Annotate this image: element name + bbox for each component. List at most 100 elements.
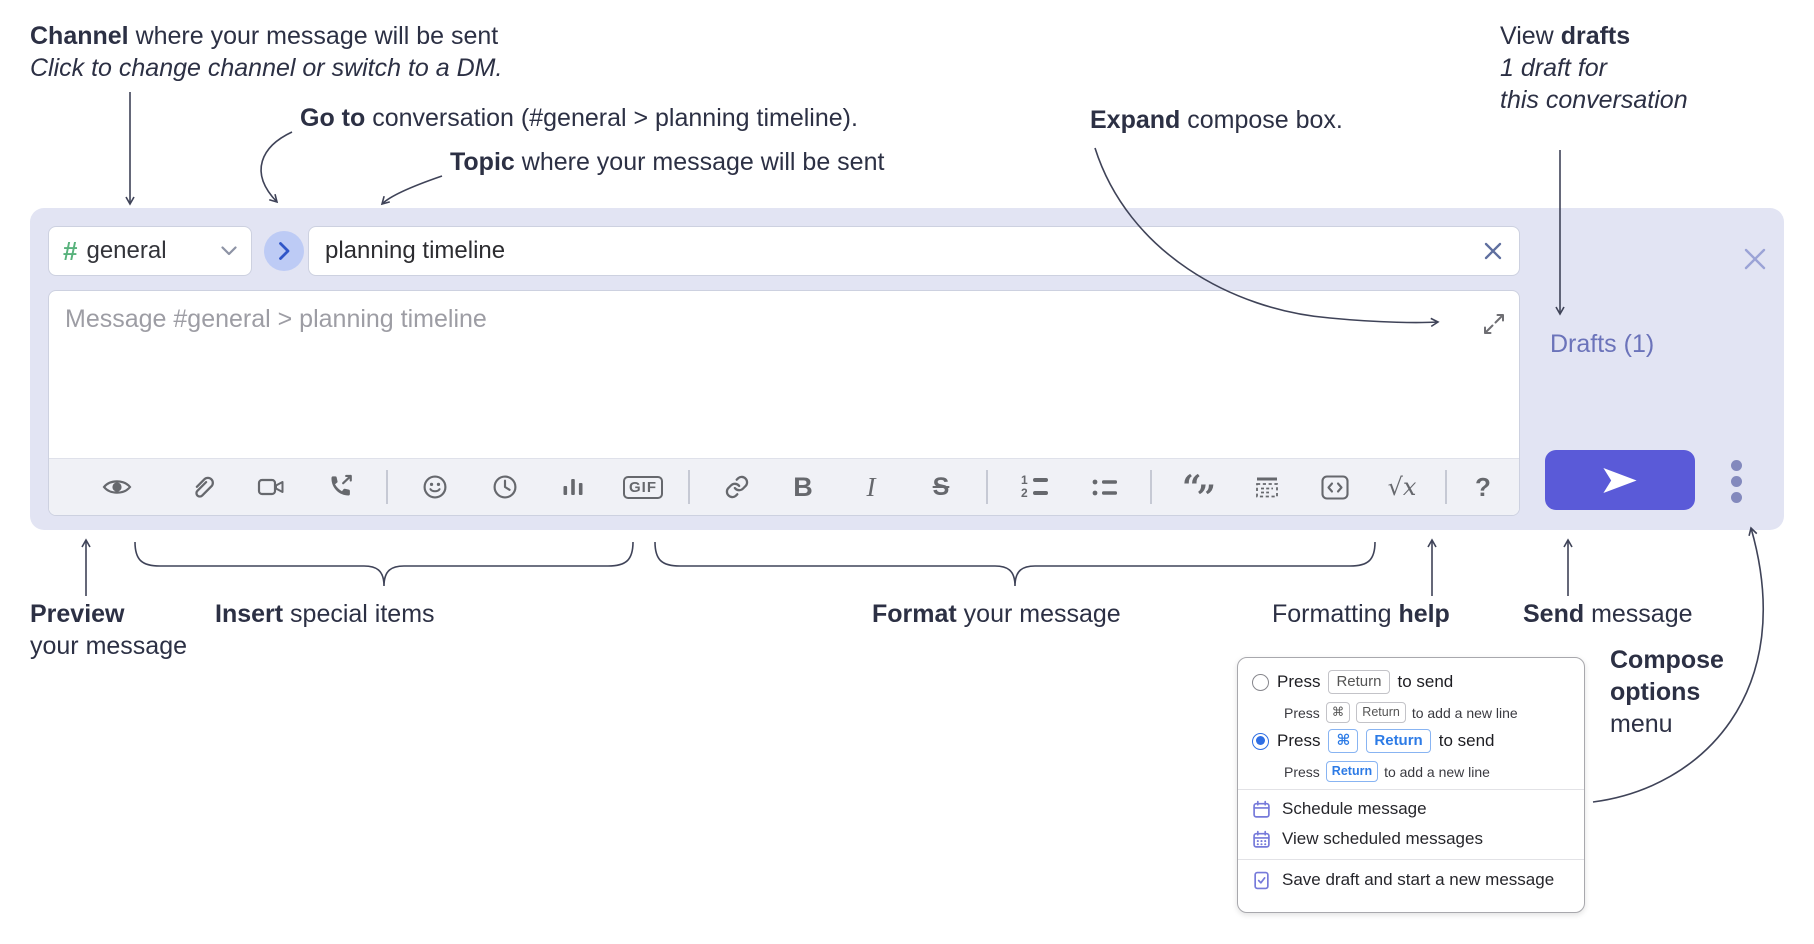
cmd-enter-sends-option-sub: Press Return to add a new line bbox=[1284, 761, 1490, 782]
topic-clear-button[interactable] bbox=[1483, 241, 1503, 261]
compose-box: # general planning timeline Message #gen… bbox=[30, 208, 1784, 530]
preview-button[interactable] bbox=[95, 467, 139, 507]
code-icon bbox=[1321, 474, 1349, 500]
clock-icon bbox=[493, 475, 517, 499]
message-compose-area[interactable]: Message #general > planning timeline bbox=[48, 290, 1520, 518]
bulleted-list-icon bbox=[1092, 479, 1117, 496]
draft-check-icon bbox=[1254, 871, 1269, 889]
italic-button[interactable]: I bbox=[849, 467, 893, 507]
close-x-icon bbox=[1744, 248, 1766, 270]
enter-sends-option-sub: Press ⌘ Return to add a new line bbox=[1284, 702, 1518, 723]
popup-divider bbox=[1238, 859, 1584, 860]
annotation-send: Send message bbox=[1523, 600, 1693, 628]
overflow-dots-icon bbox=[1730, 459, 1742, 471]
channel-selector[interactable]: # general bbox=[48, 226, 252, 276]
return-key: Return bbox=[1325, 761, 1379, 782]
eye-icon bbox=[102, 480, 132, 494]
bulleted-list-button[interactable] bbox=[1083, 467, 1127, 507]
annotation-preview: Preview your message bbox=[30, 600, 188, 660]
calendar-icon bbox=[1253, 800, 1270, 818]
radio-selected-icon[interactable] bbox=[1252, 732, 1269, 750]
return-key: Return bbox=[1356, 702, 1406, 723]
video-camera-icon bbox=[257, 478, 284, 496]
strikethrough-button[interactable]: S bbox=[919, 467, 963, 507]
line-goto bbox=[260, 131, 293, 204]
smiley-icon bbox=[423, 475, 447, 499]
annotation-goto: Go to conversation (#general > planning … bbox=[300, 104, 858, 132]
send-plane-icon bbox=[1603, 467, 1637, 493]
compose-options-menu-button[interactable] bbox=[1724, 458, 1748, 504]
math-icon: √x bbox=[1387, 473, 1417, 501]
brace-format bbox=[654, 541, 1376, 587]
quote-button[interactable]: “ ” bbox=[1177, 467, 1221, 518]
strikethrough-icon: S bbox=[932, 472, 950, 501]
annotation-topic: Topic where your message will be sent bbox=[450, 148, 885, 176]
annotation-expand: Expand compose box. bbox=[1090, 106, 1343, 134]
topic-value: planning timeline bbox=[325, 237, 506, 264]
annotation-format: Format your message bbox=[872, 600, 1121, 628]
bold-button[interactable]: B bbox=[781, 467, 825, 507]
compose-toolbar: GIF B I bbox=[49, 458, 1519, 518]
enter-sends-option[interactable]: Press Return to send bbox=[1252, 670, 1453, 694]
attach-file-button[interactable] bbox=[179, 467, 223, 507]
cmd-enter-sends-option[interactable]: Press ⌘ Return to send bbox=[1252, 729, 1495, 753]
italic-icon: I bbox=[866, 471, 876, 502]
bar-chart-icon bbox=[563, 479, 583, 495]
annotation-compose-options: Compose options menu bbox=[1610, 646, 1724, 738]
menu-item-save-draft[interactable]: Save draft and start a new message bbox=[1252, 870, 1554, 890]
video-call-button[interactable] bbox=[249, 467, 293, 507]
code-button[interactable] bbox=[1313, 467, 1357, 507]
toolbar-divider bbox=[386, 470, 388, 504]
channel-name: general bbox=[86, 237, 167, 264]
toolbar-divider bbox=[986, 470, 988, 504]
toolbar-divider bbox=[1150, 470, 1152, 504]
numbered-list-icon: 1 2 bbox=[1021, 474, 1049, 500]
math-button[interactable]: √x bbox=[1377, 467, 1427, 507]
cmd-key: ⌘ bbox=[1325, 702, 1351, 723]
close-compose-button[interactable] bbox=[1742, 246, 1768, 277]
link-icon bbox=[725, 475, 749, 499]
voice-call-button[interactable] bbox=[319, 467, 363, 507]
line-topic bbox=[380, 175, 443, 206]
numbered-list-button[interactable]: 1 2 bbox=[1013, 467, 1057, 507]
formatting-help-button[interactable]: ? bbox=[1461, 467, 1505, 507]
radio-unselected-icon[interactable] bbox=[1252, 673, 1269, 691]
spoiler-button[interactable] bbox=[1245, 467, 1289, 507]
send-button[interactable] bbox=[1545, 450, 1695, 510]
annotation-formatting-help: Formatting help bbox=[1272, 600, 1450, 628]
go-to-conversation-button[interactable] bbox=[264, 231, 304, 271]
drafts-link[interactable]: Drafts (1) bbox=[1550, 330, 1655, 358]
paperclip-icon bbox=[195, 476, 214, 498]
expand-diagonal-icon bbox=[1484, 314, 1504, 334]
insert-link-button[interactable] bbox=[715, 467, 759, 507]
chevron-right-icon bbox=[278, 242, 289, 260]
chevron-down-icon bbox=[221, 246, 237, 256]
gif-icon: GIF bbox=[623, 475, 663, 499]
poll-button[interactable] bbox=[551, 467, 595, 507]
return-key: Return bbox=[1328, 670, 1390, 694]
expand-compose-button[interactable] bbox=[1483, 313, 1505, 340]
clear-x-icon bbox=[1484, 242, 1502, 260]
calendar-dots-icon bbox=[1253, 830, 1270, 848]
annotation-insert: Insert special items bbox=[215, 600, 435, 628]
menu-item-view-scheduled[interactable]: View scheduled messages bbox=[1252, 829, 1483, 849]
toolbar-divider bbox=[1445, 470, 1447, 504]
message-placeholder: Message #general > planning timeline bbox=[65, 305, 487, 333]
channel-hash-icon: # bbox=[63, 235, 78, 266]
menu-item-schedule-message[interactable]: Schedule message bbox=[1252, 799, 1427, 819]
brace-insert bbox=[134, 541, 634, 587]
question-mark-icon: ? bbox=[1475, 471, 1491, 502]
phone-call-icon bbox=[331, 474, 352, 496]
annotation-channel: Channel where your message will be sent … bbox=[30, 22, 503, 82]
cmd-key: ⌘ bbox=[1328, 729, 1359, 753]
compose-options-popup: Press Return to send Press ⌘ Return to a… bbox=[1237, 657, 1585, 913]
topic-input[interactable]: planning timeline bbox=[308, 226, 1520, 276]
annotation-view-drafts: View drafts 1 draft for this conversatio… bbox=[1500, 22, 1688, 114]
gif-button[interactable]: GIF bbox=[617, 467, 669, 507]
emoji-button[interactable] bbox=[413, 467, 457, 507]
bold-icon: B bbox=[793, 471, 813, 502]
quote-icon: “ ” bbox=[1182, 468, 1216, 518]
global-time-button[interactable] bbox=[483, 467, 527, 507]
return-key: Return bbox=[1366, 729, 1431, 753]
